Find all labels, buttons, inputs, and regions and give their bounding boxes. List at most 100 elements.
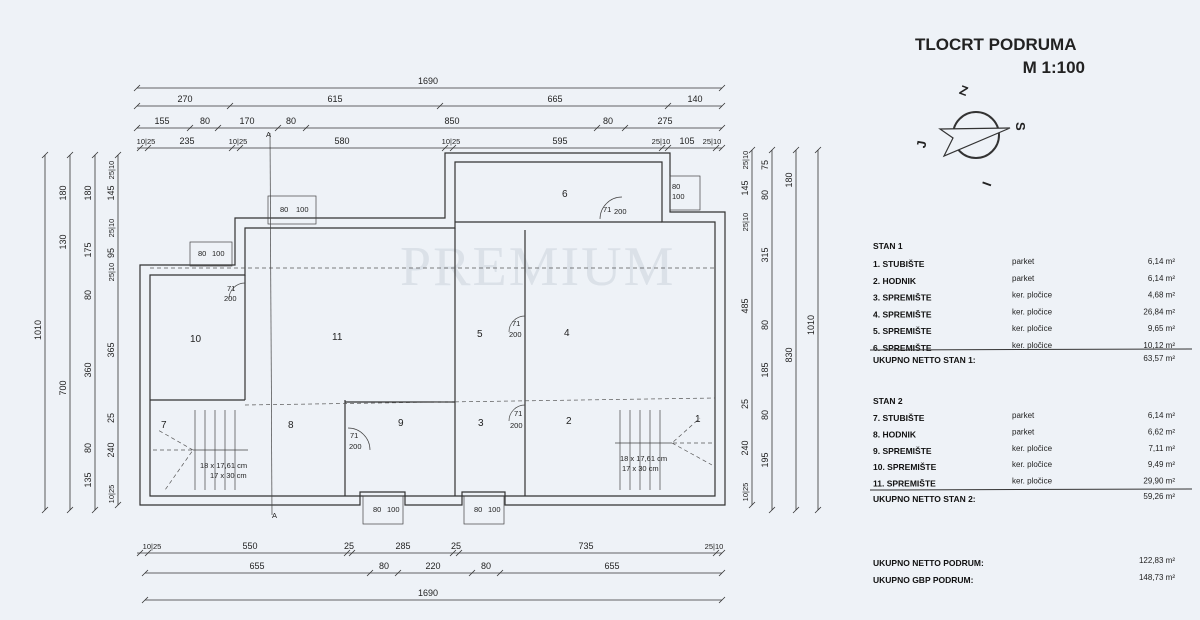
dimension-value: 80 (760, 320, 770, 330)
room-name: 5. SPREMIŠTE (873, 325, 932, 336)
dimension-tick (366, 569, 374, 577)
dimension-tick (114, 501, 122, 509)
total-label: UKUPNO GBP PODRUM: (873, 575, 974, 585)
compass-n: Z (958, 82, 971, 99)
dimension-tick (441, 144, 449, 152)
dimension-value: 25|10 (741, 151, 750, 170)
room-area: 4,68 m² (1148, 291, 1175, 300)
dimension-tick (718, 549, 726, 557)
dimension-value: 135 (83, 472, 93, 487)
total-label: UKUPNO NETTO PODRUM: (873, 558, 984, 568)
dimension-tick (768, 506, 776, 514)
dimension-value: 25 (451, 541, 461, 551)
compass-s: I (979, 180, 994, 189)
room-area: 9,49 m² (1148, 460, 1175, 469)
windows: 80 100 80 100 80 100 80 100 80 100 (189, 175, 701, 525)
dimension-value: 80 (286, 116, 296, 126)
dimension-tick (348, 549, 356, 557)
table-row: 5. SPREMIŠTE ker. pločice 9,65 m² (873, 324, 1175, 336)
dimension-tick (718, 144, 726, 152)
dimension-value: 140 (687, 94, 702, 104)
dimension-value: 10|25 (137, 137, 156, 146)
dimension-tick (455, 549, 463, 557)
section-line (269, 132, 273, 516)
dimension-value: 735 (578, 541, 593, 551)
window-label: 100 (488, 505, 501, 514)
room-name: 11. SPREMIŠTE (873, 478, 936, 489)
floor-type: ker. pločice (1012, 324, 1053, 333)
dimension-value: 175 (83, 242, 93, 257)
dimension-tick (436, 102, 444, 110)
dimension-value: 1010 (806, 315, 816, 335)
dimension-value: 285 (395, 541, 410, 551)
room-name: 9. SPREMIŠTE (873, 445, 932, 456)
dimension-tick (136, 549, 144, 557)
dimension-value: 850 (444, 116, 459, 126)
dimension-value: 155 (154, 116, 169, 126)
floor-type: parket (1012, 427, 1035, 436)
room-number: 7 (161, 420, 167, 431)
window-label: 100 (672, 192, 685, 201)
dimension-value: 80 (481, 561, 491, 571)
window-label: 100 (212, 249, 225, 258)
room-area: 6,14 m² (1148, 411, 1175, 420)
dimension-tick (718, 596, 726, 604)
dimension-tick (114, 151, 122, 159)
dimension-value: 240 (740, 440, 750, 455)
room-area: 6,14 m² (1148, 274, 1175, 283)
dimension-value: 700 (58, 380, 68, 395)
dimension-tick (792, 506, 800, 514)
dimension-tick (718, 569, 726, 577)
drawing-scale: M 1:100 (1023, 58, 1085, 77)
dimension-value: 185 (760, 362, 770, 377)
dimension-tick (449, 144, 457, 152)
dimension-value: 80 (760, 410, 770, 420)
dimension-value: 130 (58, 234, 68, 249)
window-label: 80 (198, 249, 206, 258)
dimension-tick (718, 84, 726, 92)
compass-icon: Z S I J (913, 82, 1028, 188)
dimension-tick (449, 549, 457, 557)
window-label: 80 (672, 182, 680, 191)
dimension-value: 80 (200, 116, 210, 126)
dimension-value: 145 (106, 185, 116, 200)
window-label: 100 (387, 505, 400, 514)
dimension-value: 80 (83, 443, 93, 453)
room-area: 9,65 m² (1148, 324, 1175, 333)
section-mark: A (266, 130, 271, 139)
dimension-value: 25|10 (107, 161, 116, 180)
room-number: 9 (398, 418, 404, 429)
dimension-tick (768, 146, 776, 154)
dimension-tick (658, 144, 666, 152)
dimension-tick (748, 146, 756, 154)
dimension-value: 10|25 (741, 483, 750, 502)
dimension-tick (133, 102, 141, 110)
room-name: 2. HODNIK (873, 276, 917, 286)
room-area: 7,11 m² (1148, 444, 1175, 453)
dimension-tick (593, 124, 601, 132)
total-value: 122,83 m² (1139, 556, 1175, 565)
stair-spec: 17 x 30 cm (622, 464, 659, 473)
dimension-tick (66, 506, 74, 514)
dimension-tick (712, 549, 720, 557)
dimension-value: 235 (179, 136, 194, 146)
dimension-tick (664, 102, 672, 110)
stair-spec: 18 x 17,61 cm (200, 461, 247, 470)
floor-type: ker. pločice (1012, 291, 1053, 300)
staircases: 18 x 17,61 cm 17 x 30 cm 18 x 17,61 cm 1… (153, 410, 713, 491)
dimension-tick (718, 124, 726, 132)
dimension-value: 25|10 (652, 137, 671, 146)
door-label: 200 (510, 421, 523, 430)
dimension-tick (664, 144, 672, 152)
room-number: 3 (478, 418, 484, 429)
